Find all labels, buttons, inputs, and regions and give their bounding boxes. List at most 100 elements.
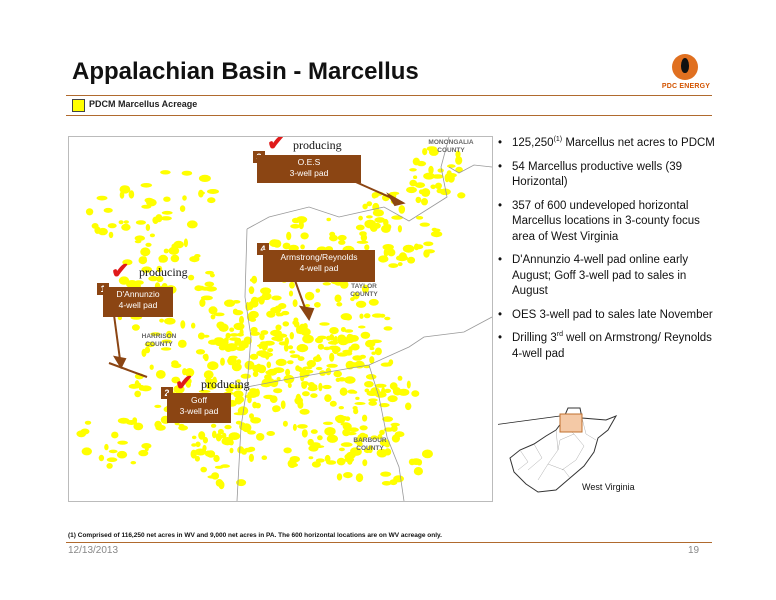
acreage-patch xyxy=(352,406,358,410)
acreage-patch xyxy=(276,376,281,382)
acreage-patch xyxy=(315,337,323,344)
acreage-patch xyxy=(236,332,244,337)
bullet-sup: rd xyxy=(556,331,563,339)
acreage-patch xyxy=(212,430,217,439)
acreage-patch xyxy=(165,330,173,339)
acreage-patch xyxy=(130,461,137,465)
acreage-patch xyxy=(336,302,343,307)
acreage-patch xyxy=(335,415,340,422)
bullet-item: • D'Annunzio 4-well pad online early Augu… xyxy=(496,253,716,300)
acreage-patch xyxy=(366,215,373,219)
acreage-patch xyxy=(361,284,369,294)
acreage-patch xyxy=(356,441,363,447)
acreage-patch xyxy=(128,383,140,389)
footnote: (1) Comprised of 116,250 net acres in WV… xyxy=(68,532,442,539)
acreage-patch xyxy=(328,345,340,350)
acreage-patch xyxy=(85,208,94,216)
acreage-patch xyxy=(362,203,368,210)
acreage-patch xyxy=(255,297,267,301)
acreage-patch xyxy=(288,345,294,350)
acreage-patch xyxy=(345,416,351,422)
acreage-patch xyxy=(382,416,394,422)
acreage-patch xyxy=(229,337,241,341)
acreage-patch xyxy=(388,263,399,268)
acreage-patch xyxy=(173,385,185,394)
acreage-patch xyxy=(286,231,292,241)
acreage-patch xyxy=(206,383,217,390)
acreage-patch xyxy=(76,430,87,438)
acreage-patch xyxy=(197,332,205,340)
bullet-text: D'Annunzio 4-well pad online early Augus… xyxy=(512,254,689,297)
acreage-patch xyxy=(225,387,234,393)
acreage-patch xyxy=(310,393,318,398)
acreage-patch xyxy=(84,420,92,425)
acreage-patch xyxy=(329,334,335,341)
callout-box: O.E.S 3-well pad xyxy=(257,155,361,183)
acreage-patch xyxy=(381,224,391,233)
acreage-patch xyxy=(155,215,161,220)
inset-leader-line xyxy=(498,415,561,425)
acreage-patch xyxy=(366,390,378,396)
acreage-patch xyxy=(391,215,404,220)
acreage-patch xyxy=(198,174,211,182)
footer-divider xyxy=(66,542,712,543)
acreage-patch xyxy=(282,321,290,327)
acreage-patch xyxy=(233,390,244,398)
county-name: MONONGALIA COUNTY xyxy=(428,139,474,154)
acreage-patch xyxy=(182,195,187,201)
acreage-patch xyxy=(103,207,113,213)
acreage-patch xyxy=(134,390,142,398)
acreage-patch xyxy=(248,286,255,295)
wv-outline xyxy=(509,407,618,493)
acreage-patch xyxy=(400,254,406,261)
acreage-patch xyxy=(200,295,213,301)
acreage-patch xyxy=(318,382,323,392)
acreage-patch xyxy=(141,266,152,273)
acreage-patch xyxy=(348,427,359,433)
acreage-patch xyxy=(428,148,439,156)
acreage-patch xyxy=(390,422,400,427)
bullet-item: •Drilling 3rd well on Armstrong/ Reynold… xyxy=(496,331,716,362)
acreage-patch xyxy=(343,472,353,479)
acreage-patch xyxy=(267,348,274,353)
acreage-patch xyxy=(390,191,400,195)
bullet-dot: • xyxy=(498,254,503,266)
bullet-item: •357 of 600 undeveloped horizontal Marce… xyxy=(496,199,716,246)
acreage-patch xyxy=(138,449,149,457)
acreage-patch xyxy=(159,318,164,323)
acreage-patch xyxy=(280,400,286,410)
acreage-patch xyxy=(326,363,338,368)
acreage-patch xyxy=(183,238,188,248)
acreage-patch xyxy=(297,366,303,371)
acreage-patch xyxy=(362,459,368,467)
acreage-patch xyxy=(362,433,369,439)
acreage-patch xyxy=(299,408,310,415)
header-divider xyxy=(66,95,712,96)
acreage-patch xyxy=(160,347,172,351)
acreage-patch xyxy=(233,310,244,316)
acreage-patch xyxy=(301,429,308,438)
acreage-patch xyxy=(145,224,151,231)
acreage-patch xyxy=(379,439,390,447)
acreage-patch xyxy=(380,362,391,367)
acreage-patch xyxy=(304,291,315,301)
acreage-patch xyxy=(236,479,247,487)
acreage-patch xyxy=(376,448,388,458)
acreage-patch xyxy=(338,406,344,410)
acreage-patch xyxy=(98,454,105,462)
acreage-patch xyxy=(140,183,153,188)
acreage-patch xyxy=(241,450,247,455)
acreage-patch xyxy=(301,381,308,389)
acreage-patch xyxy=(302,391,310,397)
acreage-patch xyxy=(300,232,309,240)
acreage-patch xyxy=(418,189,424,195)
acreage-patch xyxy=(208,378,218,384)
acreage-patch xyxy=(335,377,341,382)
acreage-patch xyxy=(271,295,282,301)
key-points-list: •125,250(1) Marcellus net acres to PDCM … xyxy=(496,136,716,370)
acreage-patch xyxy=(202,354,208,360)
acreage-patch xyxy=(406,186,417,194)
acreage-patch xyxy=(259,332,265,341)
acreage-patch xyxy=(287,382,292,388)
acreage-patch xyxy=(359,313,364,319)
